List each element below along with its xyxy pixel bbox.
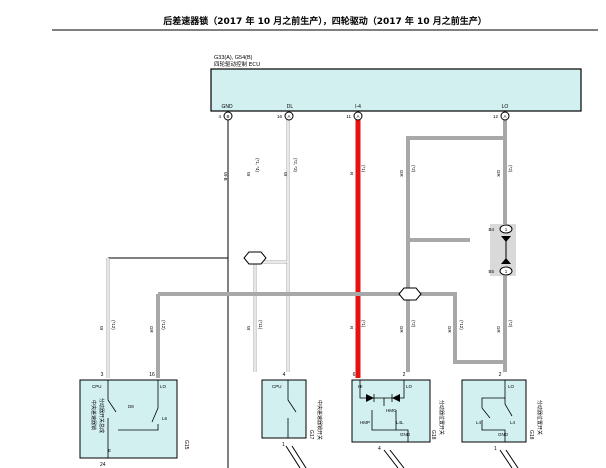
svg-text:L4: L4 (476, 420, 482, 425)
label-wire-gr-mid-tag: (*2) (411, 165, 416, 173)
c2-name: 中央差速器锁开关 (316, 400, 323, 440)
label-lower-1: GR (149, 326, 154, 334)
svg-text:11: 11 (346, 114, 351, 119)
svg-text:1: 1 (505, 227, 508, 232)
svg-text:2: 2 (499, 372, 502, 378)
label-wire-gr-mid: GR (399, 170, 404, 178)
svg-text:L6: L6 (162, 416, 168, 421)
svg-text:1: 1 (505, 269, 508, 274)
splice-w (243, 251, 267, 265)
svg-text:CPU: CPU (92, 384, 102, 389)
component-c2: 4 CPU 中央差速器锁开关 G17 1 (261, 372, 323, 468)
svg-text:(*12): (*12) (459, 320, 464, 330)
svg-text:LO: LO (160, 384, 167, 389)
svg-text:D8: D8 (128, 404, 134, 409)
c4-name: 分动器位置开关 (536, 400, 543, 435)
label-wire-dl-a-tag: (*1, *4) (255, 158, 260, 173)
label-lower-4: GR (399, 326, 404, 334)
svg-text:A: A (287, 114, 290, 119)
ecu-pin-i4-label: I-4 (355, 104, 361, 110)
ecu-pin-i4: A 11 (346, 111, 363, 121)
ecu-pin-lo: A 12 (493, 111, 510, 121)
svg-text:L4L: L4L (396, 420, 404, 425)
label-wire-dl-a: W (246, 172, 251, 177)
ecu-pin-lo-label: LO (502, 104, 509, 110)
svg-text:(*12): (*12) (111, 320, 116, 330)
svg-text:(*2): (*2) (411, 320, 416, 328)
svg-text:CPU: CPU (272, 384, 282, 389)
svg-text:4: 4 (283, 372, 286, 378)
component-c4: 2 LO L4 L4 GND 分动器位置开关 G18 1 (461, 372, 543, 468)
svg-text:B: B (226, 114, 229, 119)
c1-name: 中央差速器锁 (90, 400, 97, 430)
label-wire-i4: R (349, 172, 354, 176)
svg-text:HMC: HMC (386, 408, 397, 413)
splice-gr (398, 287, 422, 301)
joint-upper-pin (499, 224, 513, 234)
component-c1: 3 16 CPU LO D8 L6 E 中央差速器锁 分动器开关总成 G15 2… (79, 372, 189, 468)
svg-text:3: 3 (101, 372, 104, 378)
svg-text:1: 1 (494, 446, 497, 452)
svg-text:6: 6 (353, 372, 356, 378)
ecu-pin-gnd: B 4 (218, 111, 233, 121)
svg-text:(*2): (*2) (508, 320, 513, 328)
svg-text:1: 1 (282, 442, 285, 448)
svg-text:(*11): (*11) (258, 320, 263, 330)
c4-code: G18 (528, 430, 534, 440)
label-wire-i4-tag: (*1) (361, 165, 366, 173)
ecu-pin-dl-label: DL (287, 104, 294, 110)
label-wire-lo: GR (496, 170, 501, 178)
svg-text:16: 16 (149, 372, 155, 378)
c3-code: G18 (430, 430, 436, 440)
label-lower-0: W (99, 326, 104, 331)
label-wire-gnd: W-B (223, 172, 228, 181)
label-wire-lo-tag: (*2) (508, 165, 513, 173)
svg-text:(*1): (*1) (361, 320, 366, 328)
joint-arrow-up (501, 236, 511, 242)
wire-gr-bus (158, 292, 505, 364)
svg-text:E: E (108, 448, 111, 453)
c1-code: G15 (183, 440, 189, 450)
c3-name: 分动器位置开关 (438, 400, 445, 435)
ecu-name: 四轮驱动控制 ECU (214, 60, 260, 68)
wire-dl-branch (253, 250, 290, 372)
c2-code: G17 (308, 430, 314, 440)
label-lower-2: W (246, 326, 251, 331)
c1-name2: 分动器开关总成 (98, 398, 105, 433)
joint-upper-label: B4 (488, 227, 494, 232)
label-lower-6: GR (496, 326, 501, 334)
svg-text:4: 4 (378, 446, 381, 452)
svg-text:2: 2 (403, 372, 406, 378)
joint-lower-pin (499, 266, 513, 276)
svg-text:HMP: HMP (360, 420, 370, 425)
svg-text:A: A (356, 114, 359, 119)
svg-text:12: 12 (493, 114, 499, 119)
ecu-box (210, 68, 582, 112)
joint-lower-label: B5 (488, 269, 494, 274)
joint-arrow-down (501, 258, 511, 264)
label-lower-5: GR (447, 326, 452, 334)
svg-text:A: A (503, 114, 506, 119)
svg-text:GND: GND (498, 432, 509, 437)
label-wire-dl-b-tag: (*2, *3) (293, 158, 298, 173)
svg-text:LO: LO (406, 384, 413, 389)
ecu-code: G33(A), G54(B) (214, 55, 253, 61)
ecu-pin-gnd-label: GND (221, 104, 233, 110)
label-wire-dl-b: W (283, 172, 288, 177)
component-c3: 6 2 HI LO HMP HMC L4L GND 分动器位置开关 G18 4 (351, 372, 445, 468)
svg-text:L4: L4 (510, 420, 516, 425)
ecu-pin-dl: A 16 (277, 111, 294, 121)
svg-text:4: 4 (218, 114, 221, 119)
page-title: 后差速器锁（2017 年 10 月之前生产），四轮驱动（2017 年 10 月之… (163, 15, 486, 27)
svg-text:24: 24 (100, 462, 106, 468)
svg-text:LO: LO (508, 384, 515, 389)
label-lower-3: R (349, 326, 354, 330)
svg-text:GND: GND (400, 432, 411, 437)
svg-text:(*12): (*12) (161, 320, 166, 330)
svg-text:16: 16 (277, 114, 283, 119)
